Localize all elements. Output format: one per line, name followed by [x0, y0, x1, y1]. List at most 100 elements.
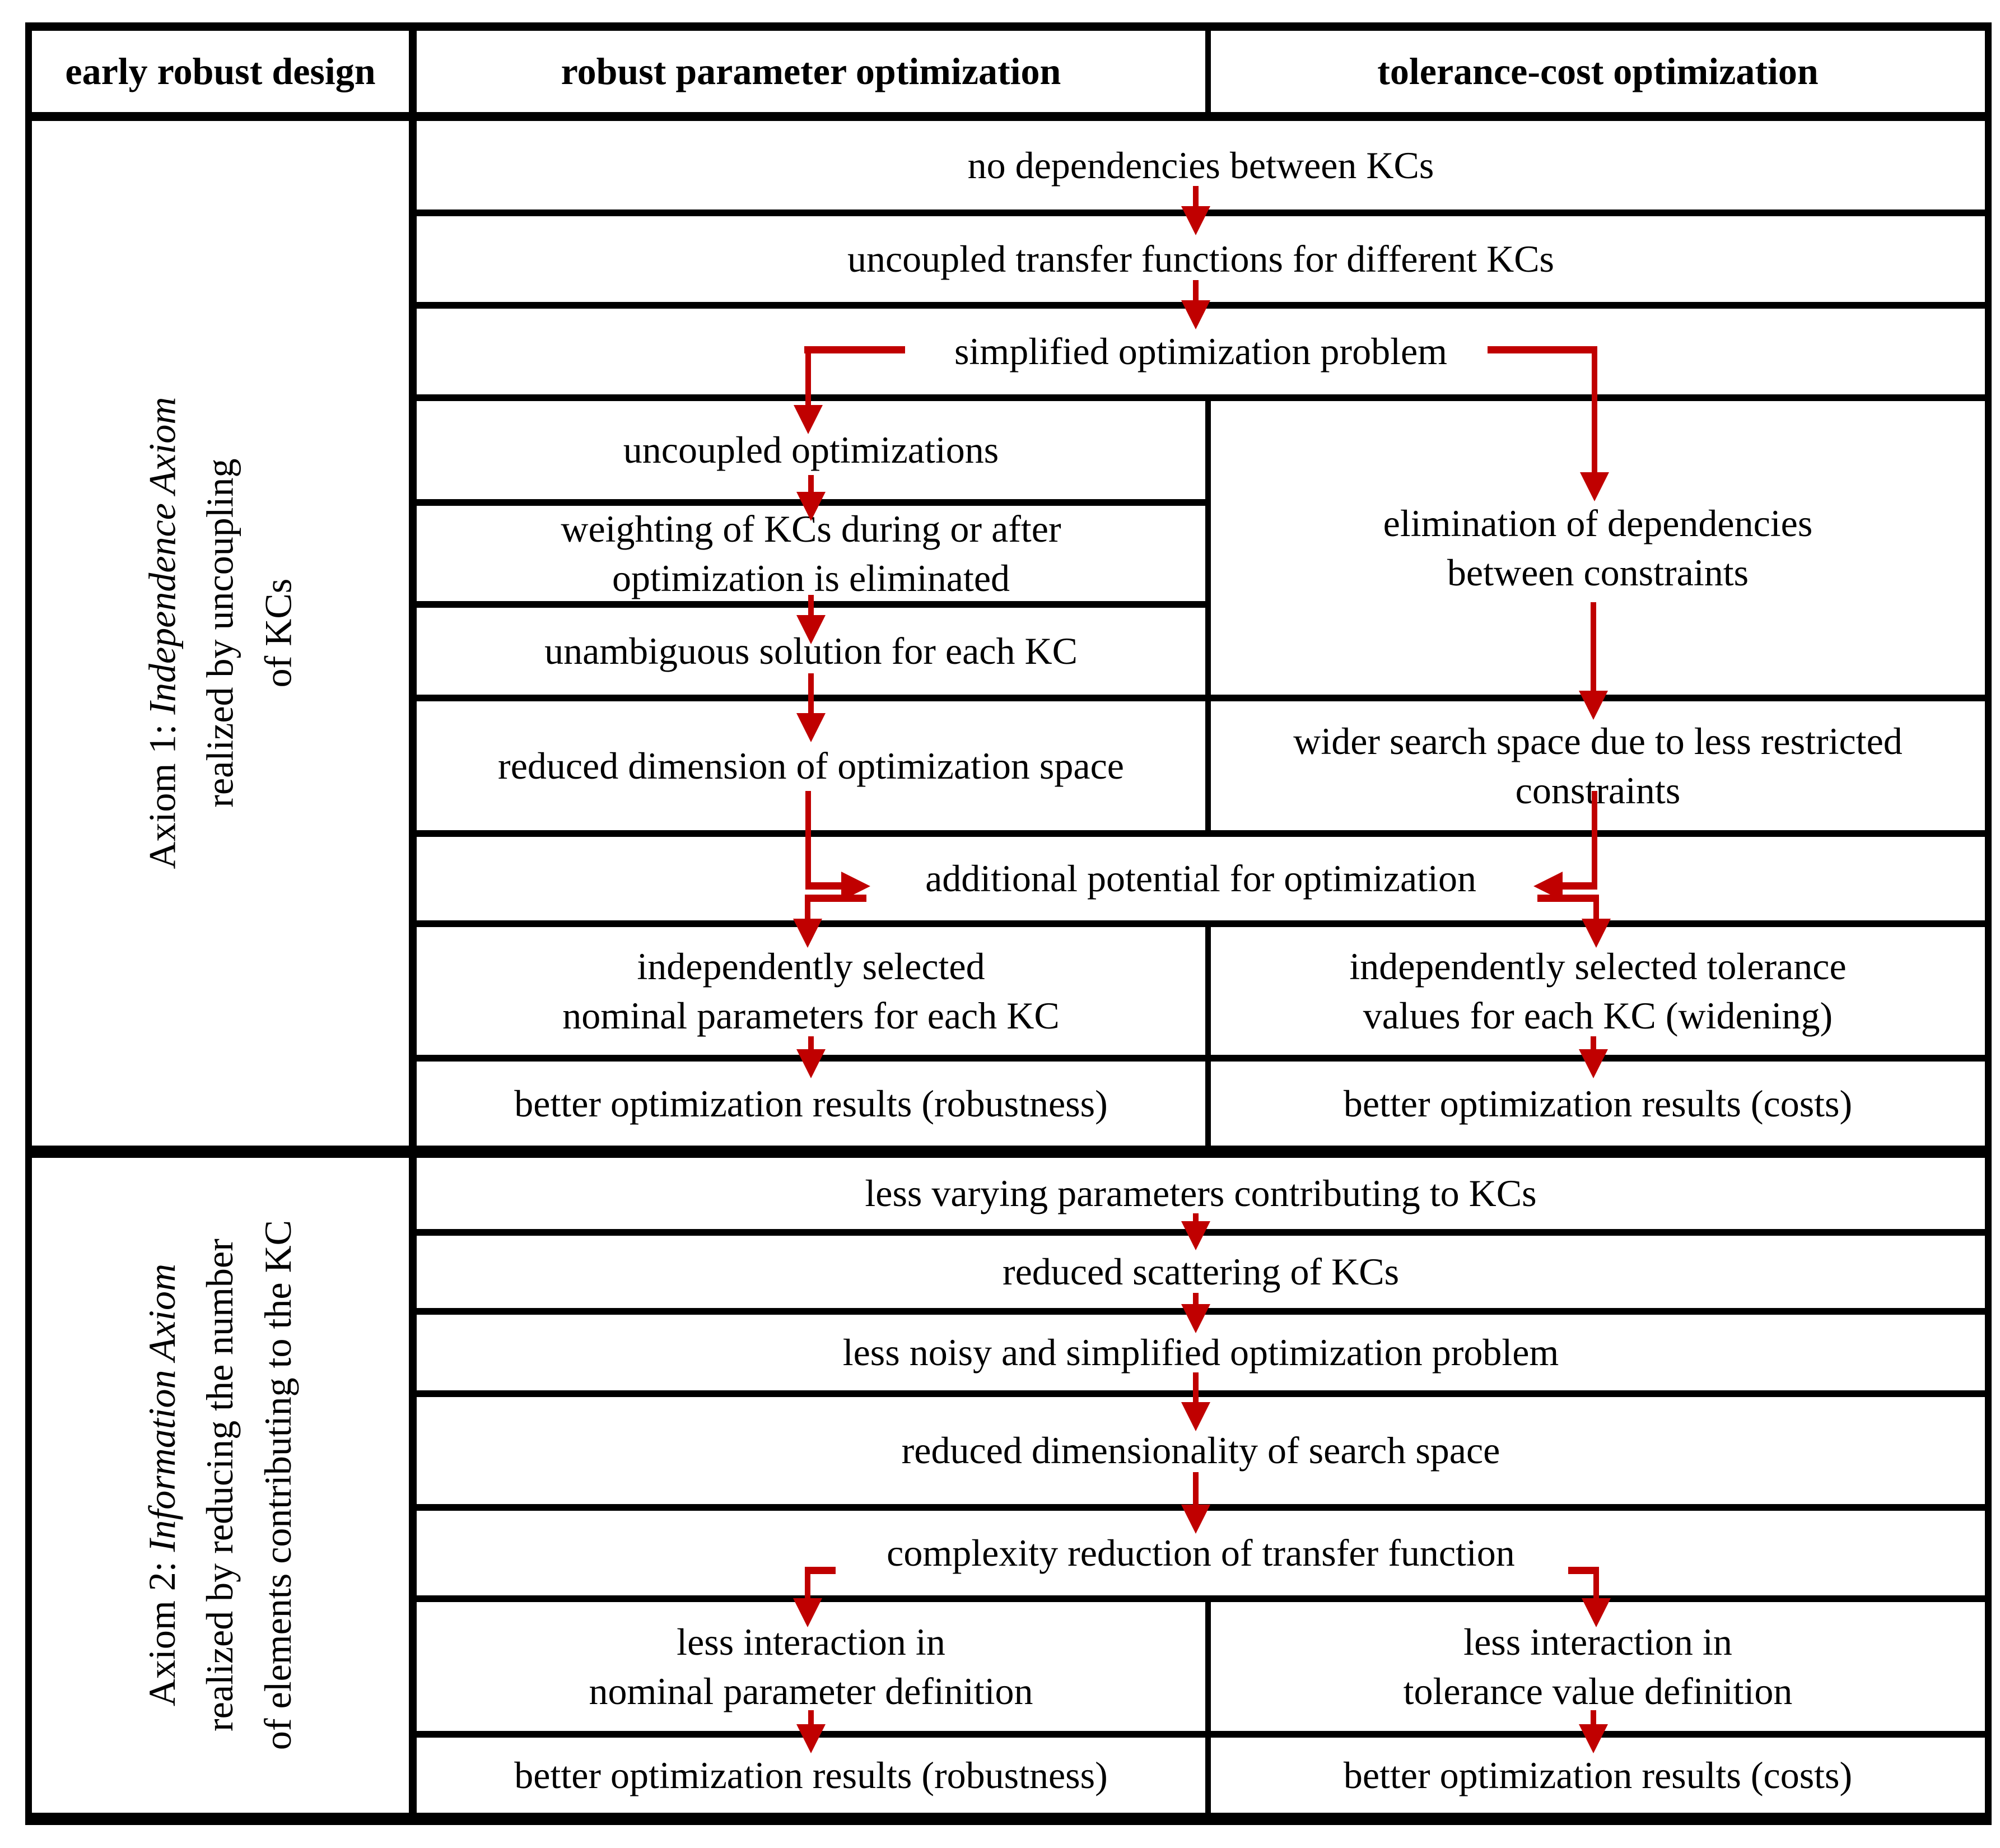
arrow-head-icon	[1582, 919, 1611, 948]
label-column-divider	[409, 22, 417, 1825]
row-better-results-robustness-1: better optimization results (robustness)	[514, 1082, 1108, 1125]
arrow-head-icon	[1579, 1724, 1608, 1753]
column-divider	[1205, 1595, 1211, 1813]
axiom1-label-prefix: Axiom 1:	[141, 715, 184, 869]
table-left-border	[25, 22, 32, 1825]
arrow-stem	[808, 595, 814, 615]
axiom2-label-text: Axiom 2: Information Axiom realized by r…	[133, 1220, 307, 1750]
arrow-stem	[1591, 1710, 1596, 1724]
arrow-head-icon	[794, 405, 823, 434]
arrow-stem	[804, 346, 905, 353]
axiom1-label-text: Axiom 1: Independence Axiom realized by …	[133, 397, 307, 869]
axiom1-label: Axiom 1: Independence Axiom realized by …	[32, 121, 409, 1146]
arrow-stem	[808, 1036, 814, 1049]
column-divider	[1205, 920, 1211, 1146]
arrow-stem	[1193, 1213, 1199, 1221]
arrow-head-icon	[796, 1049, 826, 1078]
arrow-stem	[1193, 1293, 1199, 1304]
arrow-head-icon	[796, 492, 826, 521]
row-reduced-dimension: reduced dimension of optimization space	[498, 744, 1124, 787]
arrow-stem	[1592, 791, 1597, 890]
arrow-stem	[1591, 602, 1596, 691]
row-no-dependencies: no dependencies between KCs	[967, 143, 1434, 187]
arrow-head-icon	[1181, 1304, 1210, 1333]
row-complexity-reduction: complexity reduction of transfer functio…	[887, 1532, 1515, 1575]
column-divider	[1205, 22, 1211, 121]
axiom1-label-line3: of KCs	[257, 579, 300, 688]
arrow-stem	[805, 1567, 810, 1598]
arrow-stem	[805, 346, 811, 405]
arrow-head-icon	[1580, 472, 1609, 501]
arrow-stem	[808, 1710, 814, 1724]
arrow-stem	[805, 791, 811, 890]
row-uncoupled-transfer: uncoupled transfer functions for differe…	[847, 238, 1555, 281]
row-less-noisy: less noisy and simplified optimization p…	[842, 1331, 1559, 1374]
header-bottom-border	[25, 112, 1992, 121]
row-reduced-dimensionality: reduced dimensionality of search space	[901, 1429, 1500, 1472]
header-label-column: early robust design	[65, 50, 376, 93]
row-border	[409, 1731, 1992, 1738]
row-reduced-scattering: reduced scattering of KCs	[1002, 1250, 1400, 1293]
row-wider-search-space: wider search space due to less restricte…	[1293, 719, 1903, 812]
row-elimination-dependencies: elimination of dependencies between cons…	[1383, 501, 1813, 594]
axiom2-label-line2: realized by reducing the number	[198, 1239, 241, 1732]
arrow-head-icon	[796, 713, 826, 742]
arrow-head-icon	[1181, 1402, 1210, 1431]
section-divider	[25, 1146, 1992, 1158]
arrow-stem	[805, 895, 810, 919]
arrow-head-icon	[1579, 1049, 1608, 1078]
axiom2-label-prefix: Axiom 2:	[141, 1552, 184, 1707]
arrow-stem	[1591, 1036, 1596, 1049]
table-right-border	[1985, 22, 1992, 1825]
row-border	[409, 1055, 1992, 1062]
column-divider	[1205, 394, 1211, 837]
arrow-head-icon	[796, 1724, 826, 1753]
arrow-stem	[1568, 1567, 1599, 1574]
row-border	[409, 394, 1992, 401]
arrow-stem	[805, 882, 841, 890]
header-left-column: robust parameter optimization	[561, 50, 1061, 93]
row-less-interaction-tolerance: less interaction in tolerance value defi…	[1403, 1620, 1793, 1712]
arrow-head-icon	[1181, 1505, 1210, 1534]
axiom2-label-line3: of elements contributing to the KC	[257, 1220, 300, 1751]
table-bottom-border	[25, 1813, 1992, 1825]
arrow-stem	[1193, 280, 1199, 300]
row-independently-selected-tolerance: independently selected tolerance values …	[1349, 944, 1847, 1037]
axiom2-label-italic: Information Axiom	[141, 1264, 184, 1552]
arrow-stem	[1193, 1372, 1199, 1402]
arrow-stem	[1488, 346, 1597, 353]
header-right-column: tolerance-cost optimization	[1377, 50, 1819, 93]
row-border	[409, 920, 1992, 927]
row-less-interaction-nominal: less interaction in nominal parameter de…	[589, 1620, 1033, 1712]
axiom2-label-line1: Axiom 2: Information Axiom	[133, 1220, 191, 1750]
arrow-stem	[1563, 882, 1597, 890]
arrow-stem	[1592, 346, 1597, 472]
arrow-stem	[808, 475, 814, 492]
row-border	[409, 1595, 1992, 1602]
arrow-stem	[805, 1567, 836, 1574]
arrow-head-icon	[1181, 1221, 1210, 1250]
arrow-head-icon	[1181, 300, 1210, 329]
axiom1-label-line1: Axiom 1: Independence Axiom	[133, 397, 191, 869]
row-independently-selected-nominal: independently selected nominal parameter…	[562, 944, 1060, 1037]
row-border	[409, 830, 1992, 837]
arrow-stem	[1537, 895, 1599, 902]
row-less-varying: less varying parameters contributing to …	[865, 1172, 1537, 1215]
row-unambiguous-solution: unambiguous solution for each KC	[544, 630, 1078, 673]
row-additional-potential: additional potential for optimization	[925, 857, 1476, 900]
row-weighting-eliminated: weighting of KCs during or after optimiz…	[561, 507, 1061, 599]
table-top-border	[25, 22, 1992, 31]
arrow-stem	[808, 673, 814, 713]
arrow-stem	[1193, 1472, 1199, 1505]
row-better-results-costs-1: better optimization results (costs)	[1343, 1082, 1853, 1125]
arrow-stem	[805, 895, 866, 902]
row-better-results-costs-2: better optimization results (costs)	[1343, 1753, 1853, 1796]
arrow-head-icon	[796, 615, 826, 644]
arrow-stem	[1593, 895, 1599, 919]
axiom2-label: Axiom 2: Information Axiom realized by r…	[32, 1158, 409, 1813]
axiom1-label-italic: Independence Axiom	[141, 397, 184, 715]
arrow-head-icon	[793, 1598, 822, 1627]
arrow-head-icon	[1582, 1598, 1611, 1627]
axiom1-label-line2: realized by uncoupling	[198, 458, 241, 808]
